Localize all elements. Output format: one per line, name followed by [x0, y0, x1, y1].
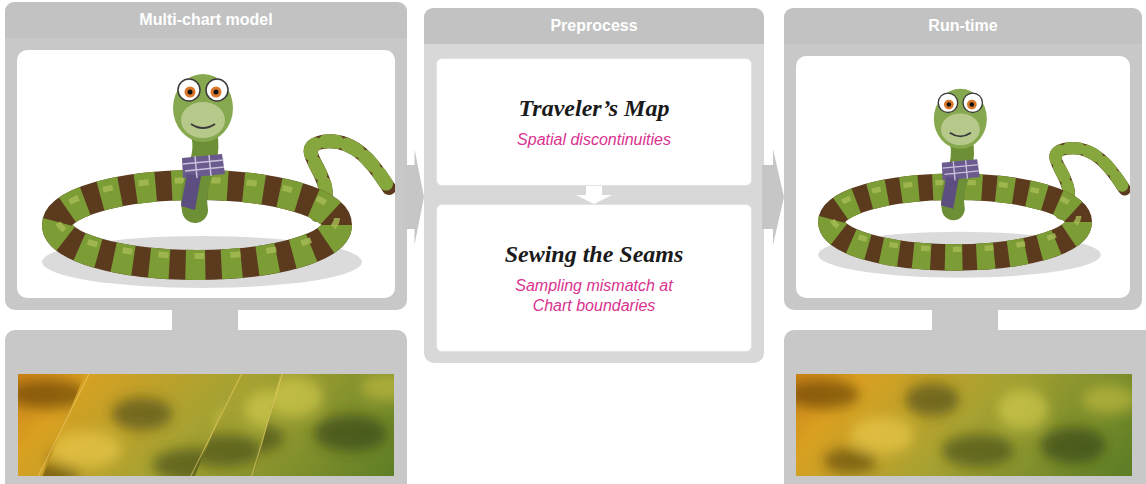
step-title: Traveler’s Map — [519, 95, 670, 122]
seamed-texture — [18, 374, 394, 476]
flow-arrow — [405, 149, 424, 245]
panel-tab: Multi-chart model — [5, 2, 407, 38]
process-box: Traveler’s MapSpatial discontinuities — [436, 58, 752, 186]
panel-heading: Preprocess — [550, 17, 637, 35]
panel-stem — [932, 308, 998, 332]
stage-panel: PreprocessTraveler’s MapSpatial disconti… — [424, 8, 764, 363]
flow-arrow — [576, 186, 612, 204]
step-note: Spatial discontinuities — [517, 130, 671, 149]
seamless-texture — [796, 374, 1132, 476]
step-title: Sewing the Seams — [505, 241, 684, 268]
flow-arrow — [762, 149, 784, 245]
panel-stem — [172, 308, 238, 332]
process-box: Sewing the SeamsSampling mismatch at Cha… — [436, 204, 752, 352]
step-note: Sampling mismatch at Chart boundaries — [499, 276, 689, 314]
snake-illustration — [17, 50, 395, 298]
panel-tab: Run-time — [784, 8, 1142, 44]
panel-heading: Run-time — [928, 17, 997, 35]
panel-tab: Preprocess — [424, 8, 764, 44]
snake-illustration — [796, 56, 1130, 298]
panel-heading: Multi-chart model — [139, 11, 272, 29]
